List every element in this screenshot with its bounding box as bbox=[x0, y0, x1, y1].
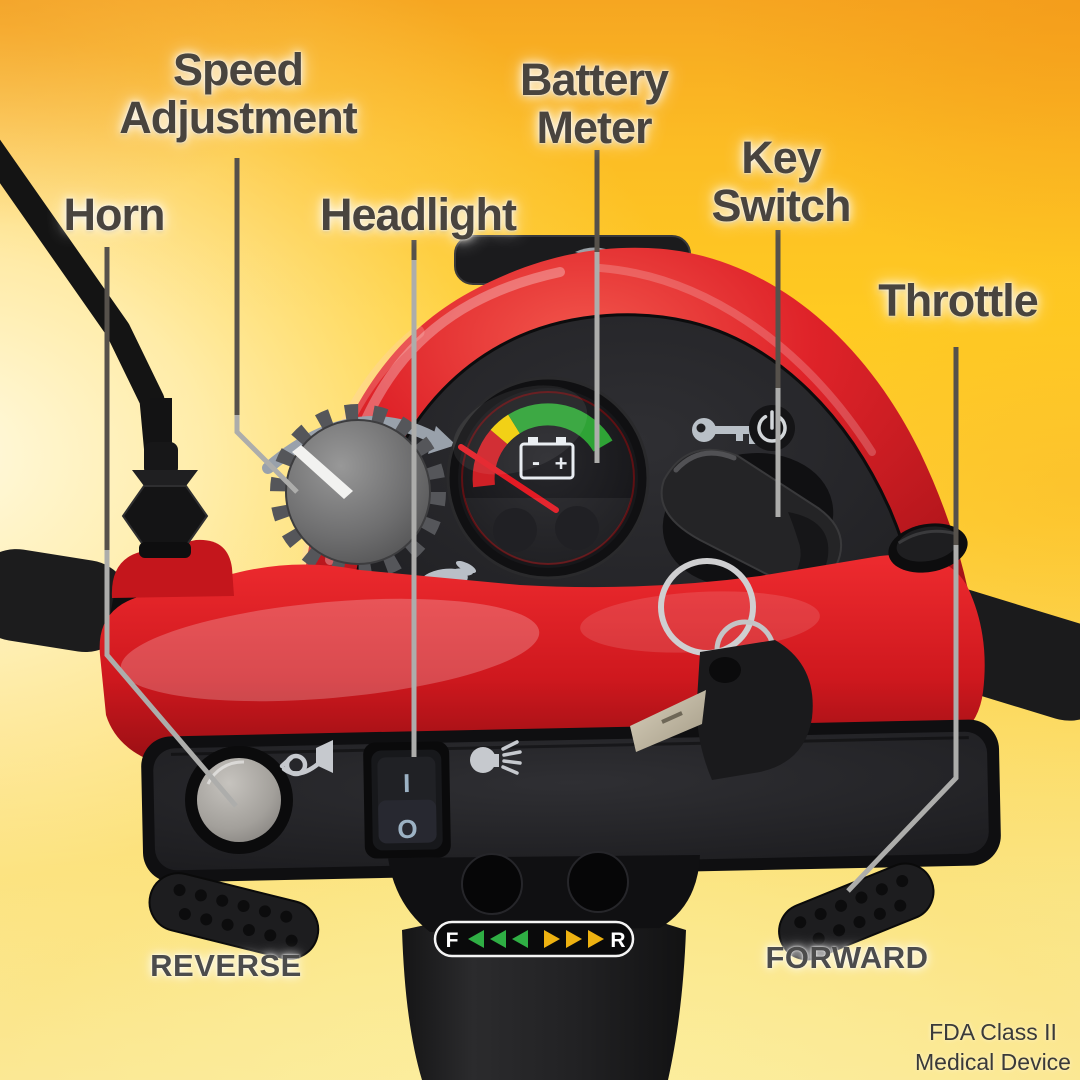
power-icon bbox=[749, 405, 795, 451]
rocker-off-label: O bbox=[397, 814, 418, 844]
battery-minus: - bbox=[532, 449, 540, 476]
green-arrow bbox=[490, 930, 506, 948]
throttle-paddle-reverse[interactable] bbox=[143, 867, 324, 965]
speed-knob-pointer bbox=[292, 445, 353, 499]
speed-adjustment-knob[interactable] bbox=[285, 419, 431, 565]
label-battery-meter: Battery Meter bbox=[519, 54, 669, 153]
battery-icon: - + bbox=[519, 437, 575, 480]
yellow-arrow bbox=[544, 930, 560, 948]
label-speed-adjustment-line2: Adjustment bbox=[119, 91, 357, 143]
speed-adjustment-leader-line-light bbox=[234, 415, 299, 494]
label-throttle: Throttle bbox=[878, 275, 1038, 326]
fda-note-line2: Medical Device bbox=[915, 1048, 1071, 1075]
fda-note-line1: FDA Class II bbox=[929, 1019, 1057, 1045]
yellow-arrow bbox=[588, 930, 604, 948]
hex-nut-top bbox=[132, 470, 198, 486]
forward-letter: F bbox=[446, 929, 459, 952]
yellow-arrow bbox=[566, 930, 582, 948]
label-battery-meter-line1: Battery bbox=[519, 54, 669, 105]
pod-screw-recess bbox=[461, 853, 523, 915]
inserted-key-hook bbox=[788, 512, 829, 583]
label-speed-adjustment: Speed Adjustment bbox=[119, 46, 357, 141]
tiller-stem bbox=[402, 922, 686, 1080]
horn-icon bbox=[279, 740, 333, 777]
headlight-icon bbox=[470, 740, 522, 775]
fda-note: FDA Class II Medical Device bbox=[915, 1018, 1071, 1078]
rocker-on-label: I bbox=[403, 768, 411, 798]
speed-arc-arrowhead bbox=[428, 426, 456, 454]
pod-screw-recess bbox=[567, 851, 629, 913]
console-pod-bottom bbox=[388, 855, 700, 932]
housing-gloss bbox=[120, 598, 540, 702]
horn-leader-line-light bbox=[104, 550, 238, 808]
label-key-switch: Key Switch bbox=[711, 132, 851, 231]
label-key-switch-line2: Switch bbox=[711, 179, 851, 231]
horn-button-highlight bbox=[206, 760, 245, 785]
hex-nut-collar bbox=[139, 542, 191, 558]
tiller-adjust-button[interactable] bbox=[884, 517, 971, 578]
gauge-yellow-zone bbox=[490, 414, 521, 445]
label-forward: FORWARD bbox=[765, 940, 929, 975]
headlight-switch[interactable]: I O bbox=[363, 741, 451, 859]
hex-nut bbox=[121, 485, 209, 547]
label-speed-adjustment-line1: Speed bbox=[172, 44, 304, 95]
gauge-glass-reflection bbox=[452, 385, 588, 475]
key-ring-and-spare-key bbox=[630, 558, 813, 780]
green-arrow bbox=[468, 930, 484, 948]
horn-button[interactable] bbox=[197, 758, 281, 842]
key-switch[interactable] bbox=[650, 438, 846, 603]
gauge-red-zone bbox=[472, 429, 508, 488]
housing-gloss-2 bbox=[580, 591, 820, 653]
label-battery-meter-line2: Meter bbox=[536, 101, 652, 153]
reverse-letter: R bbox=[610, 929, 625, 952]
battery-plus: + bbox=[555, 451, 568, 476]
label-key-switch-line1: Key bbox=[741, 132, 822, 183]
throttle-leader-line-light bbox=[846, 545, 959, 893]
mirror-stem-ferrule bbox=[144, 442, 178, 476]
label-headlight: Headlight bbox=[319, 189, 517, 240]
direction-indicator-sticker: F R bbox=[433, 920, 635, 958]
dome-highlight-2 bbox=[596, 264, 876, 456]
green-arrow bbox=[512, 930, 528, 948]
label-reverse: REVERSE bbox=[150, 948, 302, 983]
speed-knob-notches bbox=[270, 404, 446, 580]
label-horn: Horn bbox=[63, 189, 166, 240]
gauge-needle bbox=[458, 444, 559, 513]
throttle-paddle-forward[interactable] bbox=[771, 855, 942, 968]
